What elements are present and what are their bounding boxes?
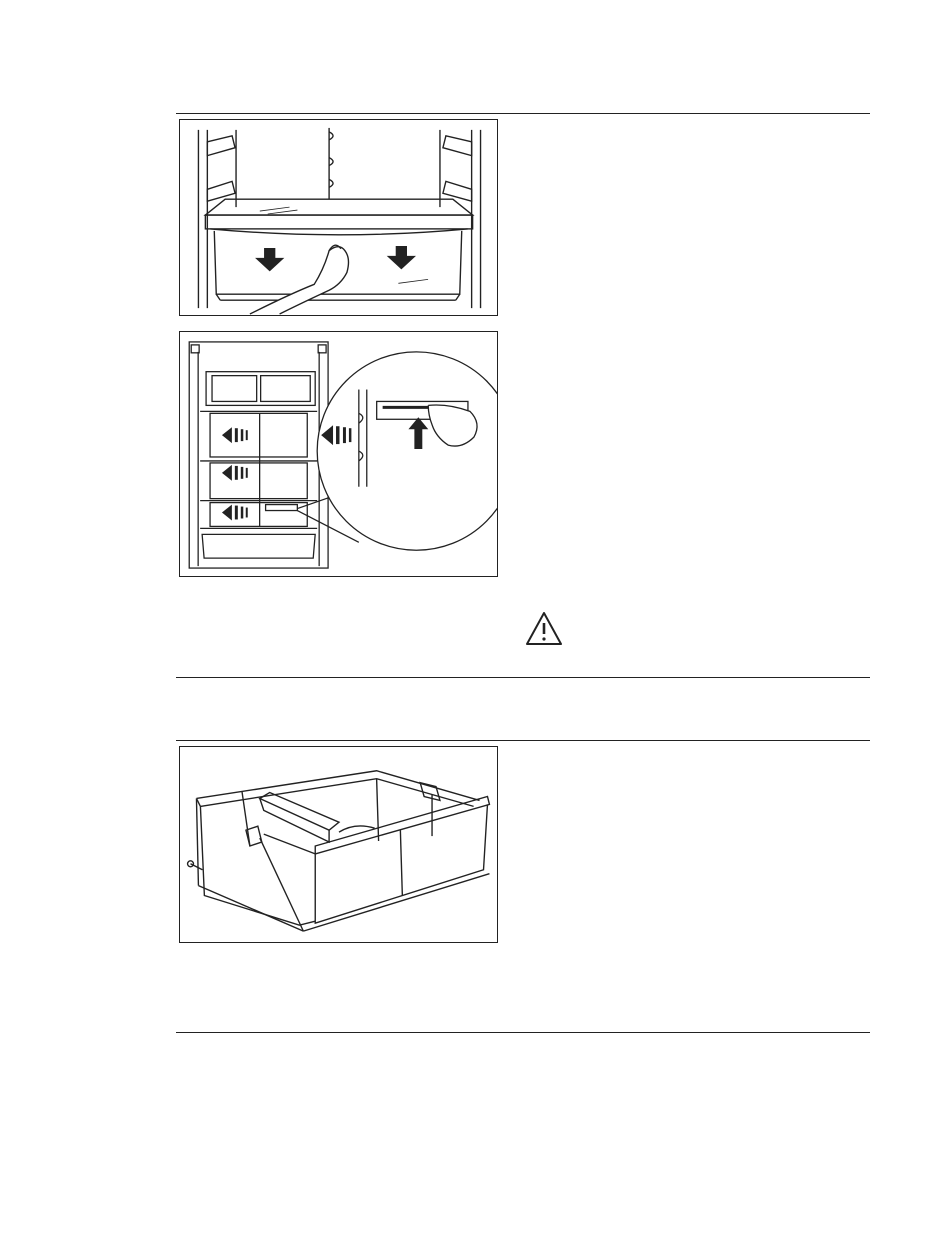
shelf-removal-figure <box>179 119 498 316</box>
section-rule-lower <box>176 740 870 741</box>
crisper-drawer-figure <box>179 746 498 943</box>
section-rule-bottom <box>176 1032 870 1033</box>
drawer-divider-illustration <box>180 747 497 942</box>
section-rule-top <box>176 113 870 114</box>
warning-triangle-icon <box>524 610 564 648</box>
shelf-slide-guide-illustration <box>180 332 497 576</box>
glass-shelf-slide-figure <box>179 331 498 577</box>
section-rule-middle <box>176 677 870 678</box>
shelf-pull-out-illustration <box>180 120 497 315</box>
